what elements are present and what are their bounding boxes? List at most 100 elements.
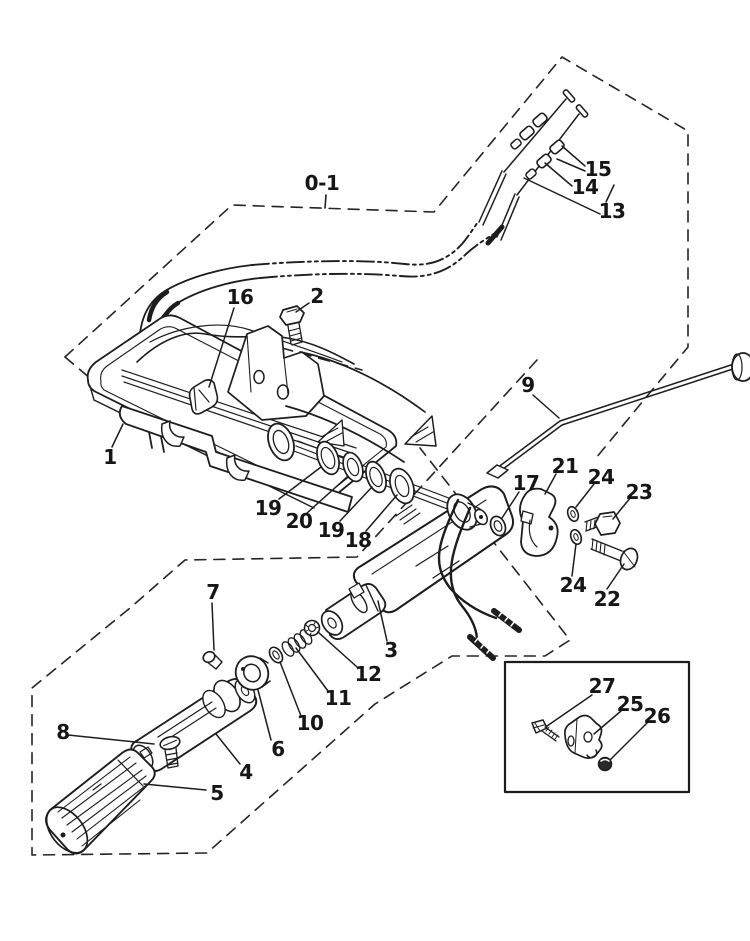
plate-inner-rim: [100, 326, 387, 496]
cable-a-right: [251, 221, 479, 266]
grip-5-band: [92, 759, 144, 791]
part-label-23: 23: [626, 480, 653, 504]
lockwasher-24b: [569, 528, 583, 546]
part-label-10: 10: [297, 711, 324, 735]
part-label-11: 11: [325, 686, 352, 710]
washer-19a-inner: [320, 446, 336, 470]
screw-7: [202, 650, 223, 670]
leader-20: [306, 476, 348, 514]
arm-fin-1-hatch: [322, 427, 343, 442]
shaft-4-face-slot: [139, 746, 153, 759]
nut-12: [303, 619, 321, 637]
screw-27-head-cross: [532, 722, 545, 732]
arm-collar-ring-inner: [272, 429, 290, 455]
pivot-shaft-and-washers: [293, 440, 463, 514]
rod-9-tip: [486, 464, 509, 479]
hanging-cable-1-tip: [491, 608, 522, 633]
bar-clip-2: [225, 454, 250, 481]
collar-6-gap: [259, 657, 271, 688]
cable-b-bead-small: [525, 168, 537, 180]
cable-b-right: [259, 231, 498, 279]
leader-7: [211, 602, 215, 651]
leader-3: [377, 600, 388, 642]
part-label-24a: 24: [588, 465, 615, 489]
leader-10: [279, 661, 302, 717]
hanging-cable-1-tip-threads: [498, 610, 516, 627]
leader-15: [556, 145, 586, 172]
bolt-22-shank: [590, 538, 623, 562]
clamp-25-notch: [586, 749, 598, 759]
leader-27: [546, 694, 593, 727]
leader-4: [215, 733, 241, 765]
screw-7-head: [202, 650, 216, 664]
shaft-4-collar-2: [202, 689, 226, 719]
spring-11-coil-3: [293, 633, 307, 649]
washer-17: [489, 515, 507, 537]
bolt-23: [584, 511, 621, 536]
part-label-19a: 19: [255, 496, 282, 520]
leader-13: [523, 177, 615, 215]
leader-19b: [339, 486, 373, 522]
bolt-2-head-line: [286, 308, 298, 313]
grip-5-ribs: [57, 756, 150, 847]
inset-box: [503, 660, 691, 794]
arm-fin-2-hatch: [410, 426, 434, 443]
cable-clamp-25: [564, 714, 603, 759]
cam-21-tab: [520, 510, 534, 525]
leader-lines: [67, 145, 649, 791]
bracket-hole-2: [276, 384, 290, 400]
inset-box-border: [503, 660, 691, 794]
washer-20-inner: [346, 457, 360, 477]
screw-8: [159, 735, 181, 769]
cable-b-sheath: [496, 193, 520, 241]
leader-9: [532, 394, 560, 419]
twist-grip-parts: [45, 619, 321, 855]
part-label-4: 4: [239, 760, 252, 784]
part-label-19b: 19: [318, 518, 345, 542]
part-label-16: 16: [227, 285, 254, 309]
leader-11: [295, 647, 329, 692]
tiller-step-line: [365, 584, 379, 612]
bolt-23-head-line: [602, 515, 613, 518]
cable-a-bead-1: [519, 125, 535, 141]
bracket-hole-1: [253, 369, 265, 385]
pivot-stub-lines: [467, 502, 482, 528]
cable-b-bead-2: [549, 139, 565, 155]
leader-21: [544, 473, 557, 495]
grip-5-end-face: [45, 806, 89, 854]
leader-23: [612, 496, 632, 520]
cable-a-bead-2: [532, 112, 548, 128]
lockwasher-24a-inner: [570, 510, 576, 518]
dashed-region-outlines: [31, 56, 689, 856]
screw-8-slot: [162, 739, 178, 747]
region-inner-dash-segment: [281, 347, 363, 371]
washer-19b-inner: [369, 466, 383, 488]
bolt-22-threads: [591, 538, 606, 556]
grip-5-end-hole: [60, 832, 66, 838]
nut-12-outer: [303, 619, 321, 637]
leader-24a: [575, 483, 595, 508]
collar-6-pin-hole: [241, 667, 245, 671]
nut-26: [597, 756, 613, 772]
throttle-cam-cluster: [489, 487, 639, 571]
hanging-cable-2-tip-threads: [474, 636, 492, 654]
screw-27: [531, 719, 560, 742]
leader-2: [295, 302, 310, 313]
part-label-14: 14: [572, 175, 599, 199]
rod-9-lines: [496, 362, 740, 473]
clamp-25-edge: [574, 718, 578, 754]
screw-8-threads: [165, 752, 179, 766]
nut-26-highlight: [600, 758, 610, 762]
washer-18-inner: [394, 474, 410, 498]
leader-17: [501, 491, 520, 519]
part-label-13: 13: [599, 199, 626, 223]
part-label-0-1: 0-1: [305, 171, 340, 195]
cam-21-inner-curve: [528, 519, 538, 548]
part-label-2: 2: [310, 284, 323, 308]
clamp-25-hole: [583, 731, 593, 743]
part-label-17: 17: [513, 471, 540, 495]
cam-21-hole: [548, 525, 554, 531]
leader-5: [143, 783, 207, 791]
lockwasher-24a: [566, 505, 580, 523]
